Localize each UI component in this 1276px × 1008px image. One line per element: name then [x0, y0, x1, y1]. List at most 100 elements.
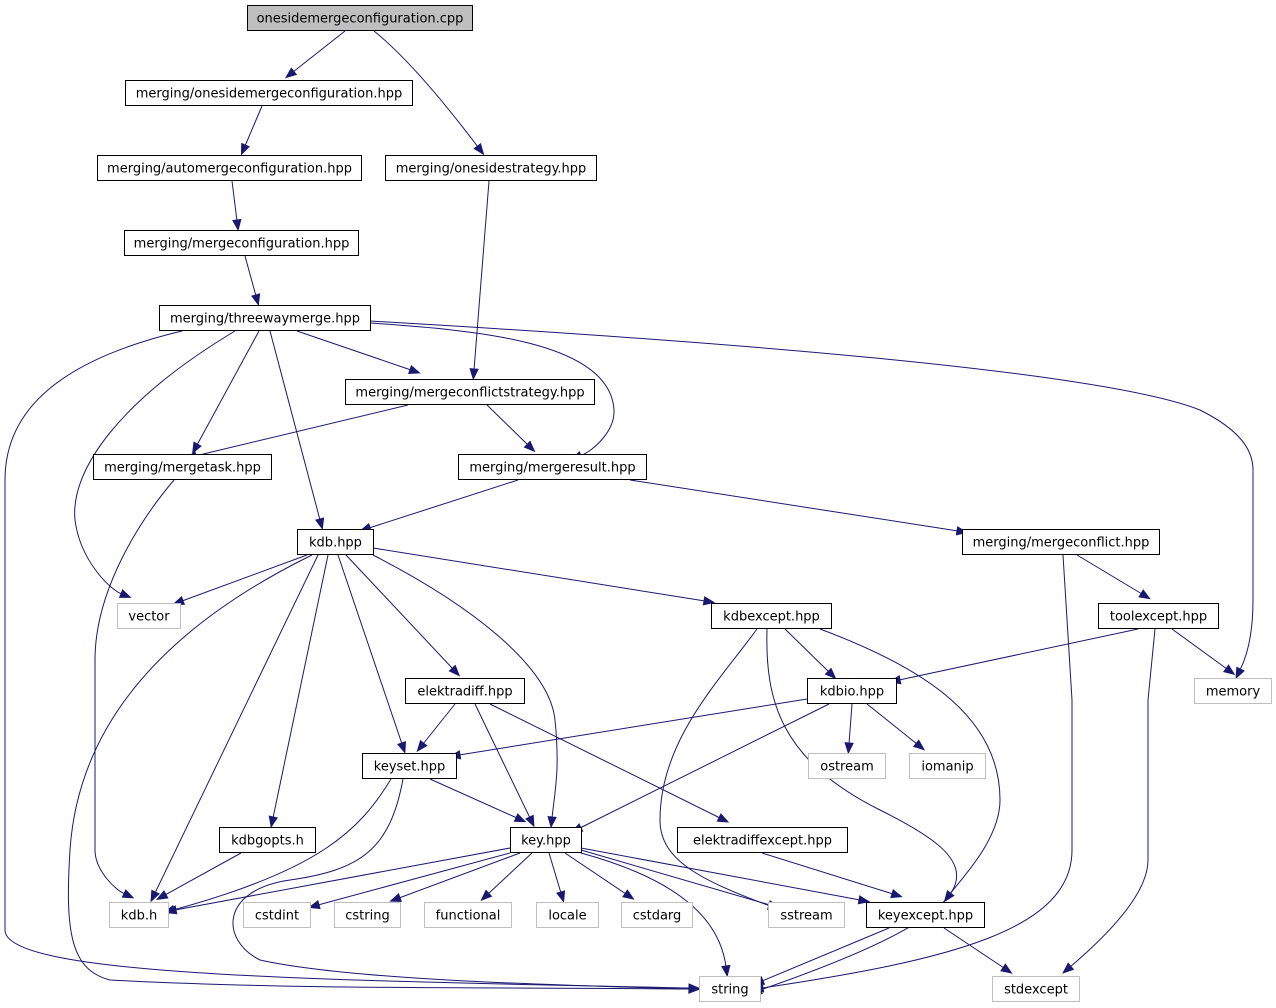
edge-line	[181, 554, 308, 602]
arrowhead-icon	[525, 814, 535, 828]
edge-toolexcept-to-memory	[1171, 628, 1236, 676]
arrowhead-icon	[716, 813, 730, 823]
edge-line	[398, 852, 521, 899]
node-toolexcept[interactable]: toolexcept.hpp	[1098, 603, 1219, 629]
arrowhead-icon	[844, 742, 854, 755]
edge-line	[373, 30, 479, 148]
node-edexcept[interactable]: elektradiffexcept.hpp	[677, 827, 848, 853]
node-box	[458, 454, 647, 480]
node-string: string	[699, 976, 761, 1002]
arrowhead-icon	[1138, 589, 1151, 600]
node-label: elektradiff.hpp	[417, 685, 512, 700]
node-root: onesidemergeconfiguration.cpp	[247, 5, 473, 31]
node-osmc[interactable]: merging/onesidemergeconfiguration.hpp	[125, 80, 413, 106]
node-memory: memory	[1194, 678, 1272, 704]
node-twm[interactable]: merging/threewaymerge.hpp	[159, 305, 371, 331]
edge-key-to-cstring	[389, 852, 521, 902]
node-box	[117, 603, 181, 629]
arrowhead-icon	[469, 368, 479, 381]
arrowhead-icon	[702, 596, 716, 606]
edge-keyexcept-to-string	[752, 927, 890, 985]
edge-line	[898, 628, 1139, 681]
edge-line	[486, 404, 529, 446]
node-label: cstdarg	[633, 909, 682, 924]
node-keyexcept[interactable]: keyexcept.hpp	[866, 902, 985, 928]
edge-line	[580, 847, 861, 901]
node-keyset[interactable]: keyset.hpp	[362, 753, 457, 779]
edge-twm-to-vector	[74, 330, 236, 598]
edge-elektradiff-to-edexcept	[489, 703, 730, 823]
node-box	[93, 454, 272, 480]
node-amc[interactable]: merging/automergeconfiguration.hpp	[97, 155, 362, 181]
node-label: cstdint	[255, 909, 299, 924]
node-oss[interactable]: merging/onesidestrategy.hpp	[385, 155, 597, 181]
node-cstring: cstring	[334, 902, 401, 928]
edge-kdbhpp-to-keyset	[337, 554, 407, 754]
node-label: merging/mergeconflict.hpp	[973, 536, 1150, 551]
edge-line	[848, 703, 853, 745]
node-mr[interactable]: merging/mergeresult.hpp	[458, 454, 647, 480]
arrowhead-icon	[284, 67, 298, 79]
node-label: merging/mergetask.hpp	[104, 461, 261, 476]
node-label: merging/mergeresult.hpp	[469, 461, 635, 476]
node-key[interactable]: key.hpp	[510, 827, 582, 853]
arrowhead-icon	[721, 964, 731, 978]
edge-line	[819, 628, 1001, 895]
node-mconf[interactable]: merging/mergeconflict.hpp	[962, 529, 1160, 555]
edge-line	[548, 852, 562, 894]
node-kdbexcept[interactable]: kdbexcept.hpp	[711, 603, 832, 629]
edges-layer	[4, 30, 1254, 994]
node-label: merging/automergeconfiguration.hpp	[107, 162, 352, 177]
edge-kdbexcept-to-kdbio	[784, 628, 837, 680]
node-label: keyexcept.hpp	[878, 909, 973, 924]
edge-line	[372, 554, 558, 819]
edge-line	[269, 330, 321, 521]
edge-kdbgopts-to-kdbh	[155, 852, 242, 901]
node-iomanip: iomanip	[909, 753, 986, 779]
node-mcs[interactable]: merging/mergeconflictstrategy.hpp	[345, 379, 595, 405]
node-kdbgopts[interactable]: kdbgopts.h	[219, 827, 316, 853]
node-label: merging/threewaymerge.hpp	[170, 312, 360, 327]
edge-line	[369, 320, 1254, 671]
edge-line	[4, 330, 691, 989]
node-box	[536, 902, 599, 928]
edge-line	[659, 628, 771, 907]
edge-kdbexcept-to-keyexcept	[819, 628, 1001, 903]
node-mc[interactable]: merging/mergeconfiguration.hpp	[124, 230, 359, 256]
edge-amc-to-mc	[231, 180, 242, 232]
arrowhead-icon	[397, 741, 407, 754]
node-label: merging/onesidestrategy.hpp	[396, 162, 587, 177]
edge-mt-to-kdbh	[94, 479, 175, 899]
edge-line	[579, 703, 830, 829]
edge-key-to-locale	[548, 852, 566, 903]
node-elektradiff[interactable]: elektradiff.hpp	[405, 678, 525, 704]
edge-mconf-to-toolexcept	[1076, 554, 1151, 600]
edge-line	[244, 255, 257, 297]
edge-line	[564, 852, 627, 895]
arrowhead-icon	[1062, 962, 1075, 974]
edge-line	[1069, 628, 1156, 968]
edge-line	[172, 778, 392, 911]
node-box	[243, 902, 311, 928]
arrowhead-icon	[622, 889, 635, 900]
node-kdbhpp[interactable]: kdb.hpp	[297, 529, 374, 555]
node-mt[interactable]: merging/mergetask.hpp	[93, 454, 272, 480]
node-label: memory	[1206, 685, 1261, 700]
edge-kdbhpp-to-kdbexcept	[372, 547, 716, 606]
node-label: kdbexcept.hpp	[723, 610, 820, 625]
edge-kdbhpp-to-kdbgopts	[268, 554, 329, 829]
node-label: merging/mergeconfiguration.hpp	[134, 237, 350, 252]
edge-key-to-cstdint	[308, 852, 511, 910]
edge-line	[74, 330, 236, 595]
node-box	[1194, 678, 1272, 704]
node-kdbio[interactable]: kdbio.hpp	[807, 678, 897, 704]
node-label: vector	[128, 610, 170, 625]
edge-kdbhpp-to-vector	[172, 554, 308, 605]
edge-twm-to-string	[4, 330, 701, 993]
node-box	[711, 603, 832, 629]
edge-key-to-functional	[480, 852, 533, 902]
arrowhead-icon	[416, 739, 428, 753]
edge-line	[174, 847, 511, 911]
node-box	[768, 902, 845, 928]
arrowhead-icon	[268, 815, 278, 829]
